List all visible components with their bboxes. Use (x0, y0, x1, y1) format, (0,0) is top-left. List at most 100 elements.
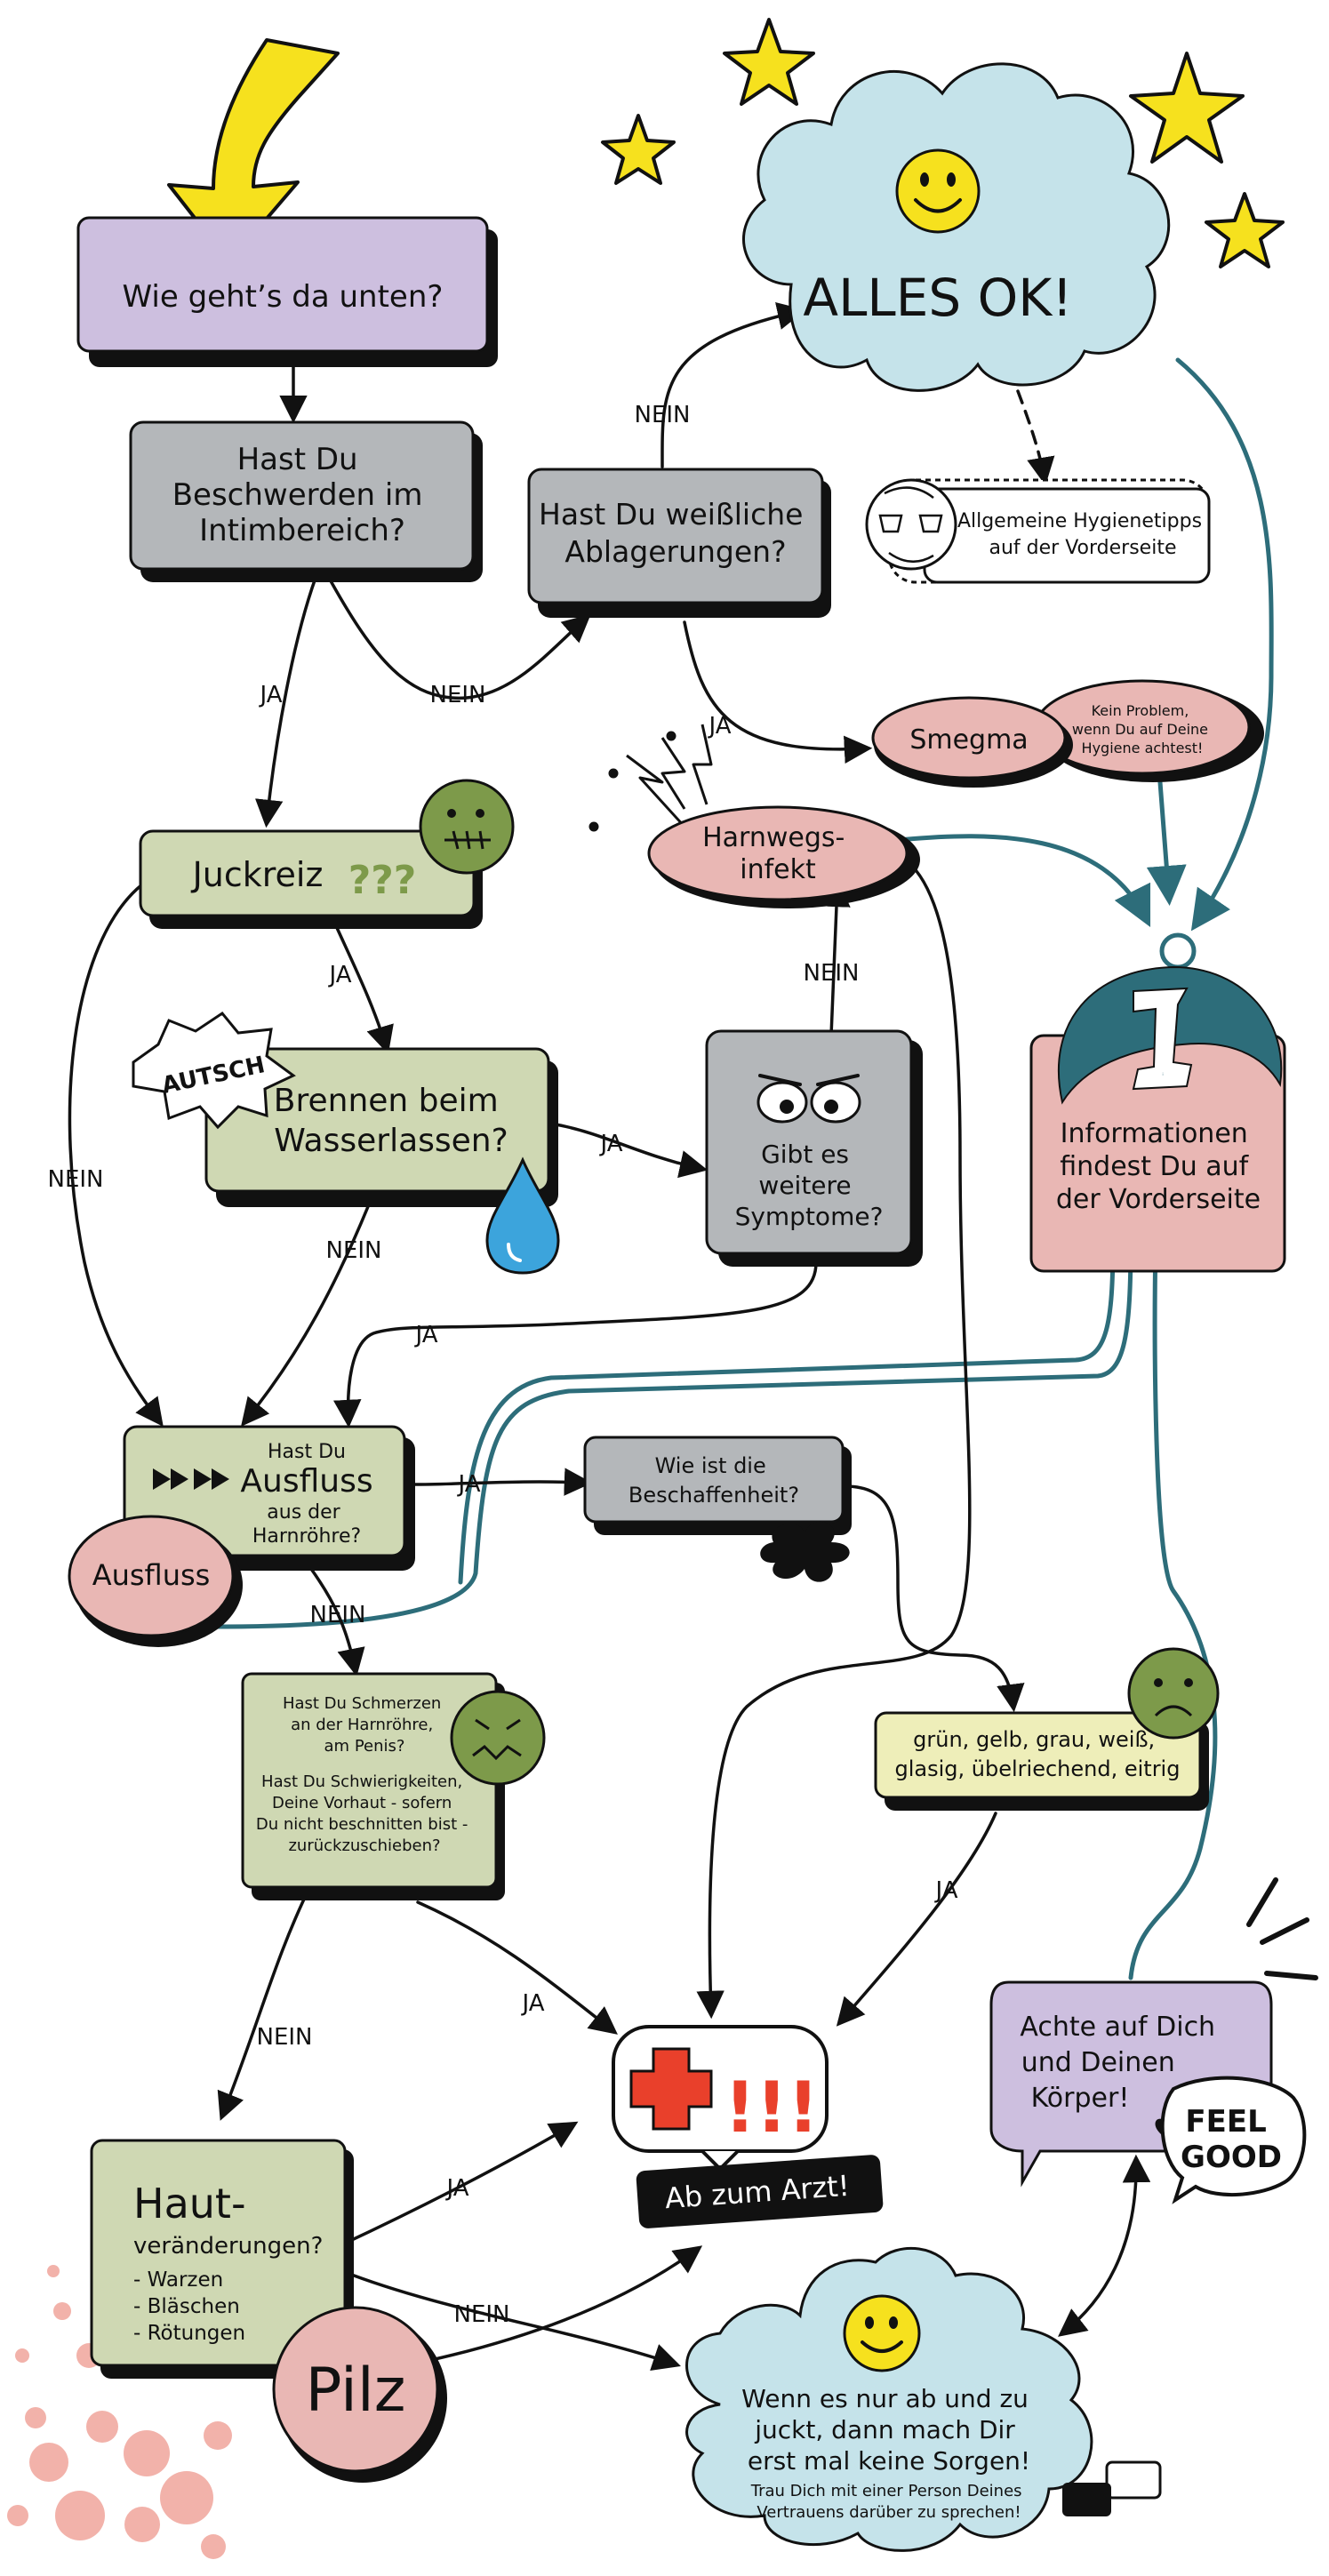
brennen-line: Brennen beim (274, 1083, 499, 1119)
haut-list-item: - Bläschen (133, 2295, 240, 2318)
feel-good-text: FEEL GOOD (1181, 2104, 1282, 2175)
node-alles-ok: ALLES OK! (742, 62, 1171, 392)
vorhaut-line: zurückzuschieben? (288, 1836, 440, 1855)
ablagerungen-line: Ablagerungen? (564, 534, 786, 569)
symptome-line: Gibt es (761, 1140, 849, 1169)
edge-brennen-nein (241, 1203, 371, 1427)
label-beschwerden-ja: JA (259, 682, 283, 708)
node-ablagerungen: Hast Du weißliche Ablagerungen? (527, 468, 831, 618)
hygiene-line: Allgemeine Hygienetipps (957, 510, 1202, 532)
harnwegsinfekt-line: Harnwegs- (702, 822, 845, 853)
teal-edge-ausfluss-to-info-1 (458, 1232, 1133, 1585)
edge-juckreiz-ja (332, 918, 394, 1055)
feel-good-bubble: FEEL GOOD (1160, 2076, 1307, 2204)
sorgen-cloud-shape (685, 2246, 1093, 2552)
beschwerden-line: Hast Du (237, 442, 358, 477)
node-start: Wie geht’s da unten? (76, 216, 498, 367)
label-haut-ja: JA (445, 2175, 469, 2202)
label-ausfluss-nein: NEIN (310, 1602, 366, 1628)
node-hygiene: Allgemeine Hygienetipps auf der Vorderse… (865, 478, 1211, 584)
juckreiz-question-marks: ??? (348, 858, 417, 903)
sad-face-icon (1127, 1647, 1220, 1740)
ablagerungen-text: Hast Du weißliche Ablagerungen? (539, 497, 813, 569)
node-juckreiz: Juckreiz ??? (139, 779, 515, 929)
pilz-text: Pilz (306, 2356, 406, 2426)
smiley-icon (843, 2294, 921, 2372)
teal-edge-allesok-to-info (1175, 357, 1274, 932)
eyes-icon (757, 1074, 861, 1124)
node-symptome: Gibt es weitere Symptome? (705, 1029, 923, 1267)
node-smegma: Kein Problem, wenn Du auf Deine Hygiene … (871, 679, 1264, 788)
chat-bubbles-icon (1062, 2460, 1162, 2516)
ablagerungen-line: Hast Du weißliche (539, 497, 803, 532)
beschaffenheit-line: Beschaffenheit? (628, 1483, 799, 1508)
schmerzen-line: Hast Du Schmerzen (283, 1694, 441, 1713)
node-beschwerden: Hast Du Beschwerden im Intimbereich? (129, 420, 483, 582)
star-icon (1129, 52, 1245, 164)
teal-edge-smegma-to-info (1146, 780, 1187, 906)
smegma-note-line: Kein Problem, (1092, 702, 1189, 719)
achte-text: Achte auf Dich und Deinen Körper! (1020, 2012, 1223, 2114)
sparkle-lines-icon (1246, 1877, 1318, 1980)
autsch-burst-icon: AUTSCH (132, 1011, 296, 1130)
edge-allesok-to-hygiene (1016, 389, 1055, 486)
hygiene-text: Allgemeine Hygienetipps auf der Vorderse… (957, 510, 1208, 559)
brennen-text: Brennen beim Wasserlassen? (274, 1083, 508, 1159)
node-pilz: Pilz (272, 2306, 447, 2483)
smegma-note: Kein Problem, wenn Du auf Deine Hygiene … (1072, 702, 1213, 756)
edge-schmerzen-nein (217, 1883, 313, 2121)
edge-beschaffenheit-to-farben (843, 1484, 1025, 1713)
sorgen-line: Wenn es nur ab und zu (741, 2384, 1029, 2413)
edge-symptome-ja (333, 1260, 818, 1428)
stars (601, 18, 1285, 268)
lightning-icon (588, 724, 713, 832)
beschwerden-line: Intimbereich? (199, 513, 405, 548)
smegma-label: Smegma (909, 724, 1028, 756)
sorgen-small-line: Trau Dich mit einer Person Deines (750, 2482, 1022, 2500)
sorgen-text: Wenn es nur ab und zu juckt, dann mach D… (741, 2384, 1037, 2476)
achte-line: Achte auf Dich (1020, 2012, 1215, 2043)
haut-title-small: veränderungen? (133, 2233, 323, 2260)
pained-face-icon (450, 1690, 546, 1786)
info-icon: i (1057, 932, 1283, 1105)
beschaffenheit-text: Wie ist die Beschaffenheit? (628, 1453, 799, 1508)
haut-title-big: Haut- (133, 2180, 246, 2228)
alles-ok-text: ALLES OK! (803, 268, 1072, 328)
sorgen-small-text: Trau Dich mit einer Person Deines Vertra… (750, 2482, 1028, 2522)
achte-line: Körper! (1031, 2083, 1130, 2114)
water-drop-icon (485, 1156, 560, 1275)
edge-haut-nein (340, 2269, 681, 2371)
symptome-line: Symptome? (735, 1202, 884, 1231)
label-schmerzen-nein: NEIN (257, 2024, 313, 2051)
achte-line: und Deinen (1021, 2047, 1175, 2078)
start-title: Wie geht’s da unten? (123, 279, 444, 315)
smegma-note-line: wenn Du auf Deine (1072, 721, 1208, 738)
farben-line: grün, gelb, grau, weiß, (913, 1727, 1155, 1752)
label-beschwerden-nein: NEIN (430, 682, 486, 708)
label-juckreiz-ja: JA (328, 962, 352, 988)
node-ausfluss-label: Ausfluss (68, 1515, 243, 1647)
label-ablagerungen-nein: NEIN (635, 402, 691, 428)
edge-ausfluss-ja (412, 1468, 593, 1496)
edge-labels: JA NEIN NEIN JA JA NEIN JA NEIN NEIN JA … (48, 402, 958, 2328)
edge-ablagerungen-nein (660, 302, 806, 468)
haut-list-item: - Rötungen (133, 2322, 245, 2345)
edge-farben-ja (836, 1812, 997, 2027)
edge-ausfluss-nein (309, 1567, 365, 1677)
label-juckreiz-nein: NEIN (48, 1166, 104, 1193)
sorgen-small-line: Vertrauens darüber zu sprechen! (757, 2503, 1021, 2522)
edge-ablagerungen-ja (683, 620, 873, 764)
label-farben-ja: JA (934, 1877, 958, 1904)
edge-harn-to-arzt (696, 852, 972, 2020)
fast-forward-icon (153, 1468, 229, 1490)
beschaffenheit-line: Wie ist die (655, 1453, 766, 1478)
label-brennen-nein: NEIN (326, 1237, 382, 1264)
symptome-text: Gibt es weitere Symptome? (735, 1140, 884, 1231)
edge-brennen-ja (554, 1123, 709, 1179)
haut-list: - Warzen - Bläschen - Rötungen (133, 2268, 246, 2345)
node-harnwegsinfekt: Harnwegs- infekt (588, 724, 920, 908)
ausfluss-label-text: Ausfluss (92, 1558, 211, 1592)
schmerzen-line: am Penis? (324, 1737, 405, 1756)
harnwegsinfekt-text: Harnwegs- infekt (702, 822, 853, 885)
